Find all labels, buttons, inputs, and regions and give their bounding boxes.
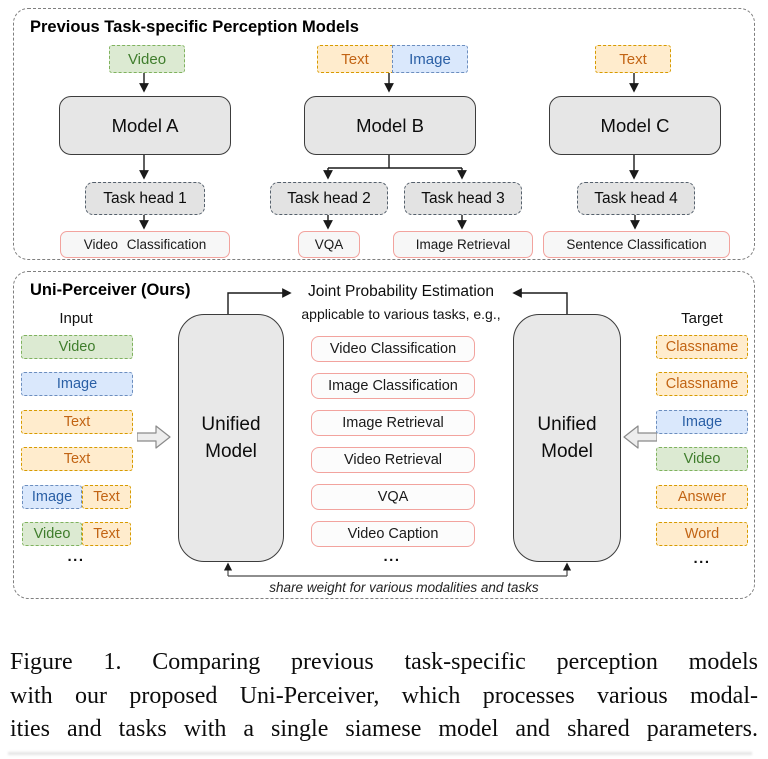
input-chip-text-pair-2: Text: [82, 522, 131, 546]
task-item-video-caption: Video Caption: [311, 521, 475, 547]
previous-models-panel: Previous Task-specific Perception Models…: [13, 8, 755, 260]
input-column-label: Input: [59, 310, 93, 327]
task-output-sentence-classification: Sentence Classification: [543, 231, 730, 258]
target-flow-arrow-icon: [623, 425, 657, 449]
input-chip-video: Video: [21, 335, 133, 359]
task-head-3-box: Task head 3: [404, 182, 522, 215]
caption-line-3: ities and tasks with a single siamese mo…: [10, 716, 758, 742]
modality-chip-text-2: Text: [595, 45, 671, 73]
modality-chip-video: Video: [109, 45, 185, 73]
next-line-crop-artifact: [8, 752, 752, 755]
target-column-label: Target: [681, 310, 723, 327]
input-chip-text-pair: Text: [82, 485, 131, 509]
input-chip-text-2: Text: [21, 447, 133, 471]
task-item-image-classification: Image Classification: [311, 373, 475, 399]
model-a-box: Model A: [59, 96, 231, 155]
uni-perceiver-panel: Uni-Perceiver (Ours) Joint Probability E…: [13, 271, 755, 599]
top-panel-title: Previous Task-specific Perception Models: [30, 18, 359, 36]
target-chip-image: Image: [656, 410, 748, 434]
input-chip-video-pair: Video: [22, 522, 82, 546]
target-chip-word: Word: [656, 522, 748, 546]
task-ellipsis: ...: [383, 548, 401, 565]
unified-model-left-box: Unified Model: [178, 314, 284, 562]
unified-model-right-box: Unified Model: [513, 314, 621, 562]
bottom-panel-title: Uni-Perceiver (Ours): [30, 281, 191, 299]
input-ellipsis: ...: [67, 548, 85, 565]
input-chip-text: Text: [21, 410, 133, 434]
target-chip-answer: Answer: [656, 485, 748, 509]
task-output-vqa: VQA: [298, 231, 360, 258]
share-weight-note: share weight for various modalities and …: [269, 580, 539, 595]
task-item-vqa: VQA: [311, 484, 475, 510]
model-c-box: Model C: [549, 96, 721, 155]
task-item-image-retrieval: Image Retrieval: [311, 410, 475, 436]
joint-probability-title: Joint Probability Estimation: [307, 283, 495, 300]
modality-chip-text: Text: [317, 45, 393, 73]
task-head-1-box: Task head 1: [85, 182, 205, 215]
target-chip-video: Video: [656, 447, 748, 471]
task-output-image-retrieval: Image Retrieval: [393, 231, 533, 258]
target-chip-classname: Classname: [656, 335, 748, 359]
modality-chip-image: Image: [392, 45, 468, 73]
model-b-box: Model B: [304, 96, 476, 155]
target-chip-classname-2: Classname: [656, 372, 748, 396]
task-output-video-classification: Video Classification: [60, 231, 230, 258]
task-item-video-classification: Video Classification: [311, 336, 475, 362]
input-flow-arrow-icon: [137, 425, 171, 449]
input-chip-image-pair: Image: [22, 485, 82, 509]
task-head-2-box: Task head 2: [270, 182, 388, 215]
caption-line-1: Figure 1. Comparing previous task-specif…: [10, 649, 758, 675]
task-head-4-box: Task head 4: [577, 182, 695, 215]
target-ellipsis: ...: [693, 550, 711, 567]
figure-caption: Figure 1. Comparing previous task-specif…: [10, 646, 758, 747]
joint-probability-subtitle: applicable to various tasks, e.g.,: [301, 306, 501, 322]
input-chip-image: Image: [21, 372, 133, 396]
caption-line-2: with our proposed Uni-Perceiver, which p…: [10, 682, 758, 709]
task-item-video-retrieval: Video Retrieval: [311, 447, 475, 473]
